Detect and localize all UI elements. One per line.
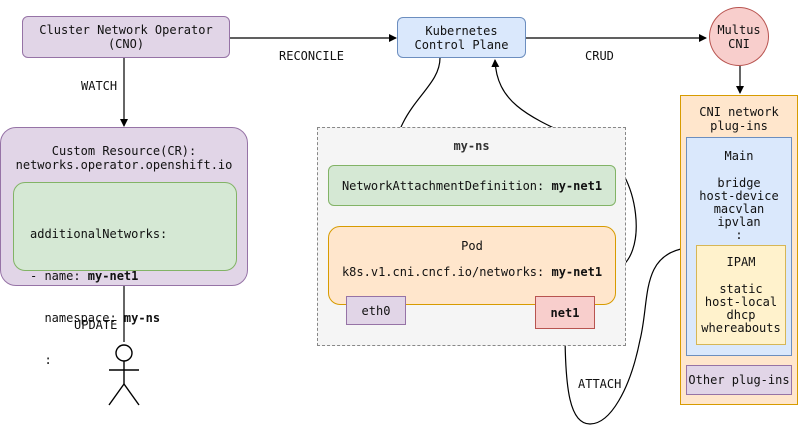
main-plugin-item: macvlan xyxy=(713,202,765,216)
network-attachment-definition-node: NetworkAttachmentDefinition: my-net1 xyxy=(328,165,616,206)
multus-cni-node: Multus CNI xyxy=(709,7,769,66)
ipam-item: host-local xyxy=(704,295,778,309)
main-plugin-item: host-device xyxy=(699,189,779,203)
cno-subtitle: (CNO) xyxy=(107,37,145,51)
cr-network-name: my-net1 xyxy=(87,269,139,283)
other-plugins-box: Other plug-ins xyxy=(686,365,792,395)
main-plugin-item: : xyxy=(735,228,743,242)
cno-title: Cluster Network Operator xyxy=(39,23,213,37)
reconcile-label: RECONCILE xyxy=(279,49,345,63)
multus-subtitle: CNI xyxy=(728,36,750,51)
cr-spec-line-2: - name: my-net1 xyxy=(30,269,139,283)
ipam-title: IPAM xyxy=(726,255,756,269)
pod-node: Pod k8s.v1.cni.cncf.io/networks: my-net1 xyxy=(328,226,616,305)
custom-resource-node: Custom Resource(CR): networks.operator.o… xyxy=(0,127,248,367)
plugins-title: CNI network xyxy=(699,105,779,119)
ipam-list: static host-local dhcp whereabouts xyxy=(697,283,785,335)
cr-api-group: networks.operator.openshift.io xyxy=(15,158,233,172)
main-plugins-title: Main xyxy=(724,149,754,163)
k8s-subtitle: Control Plane xyxy=(414,37,509,52)
nad-name: my-net1 xyxy=(551,178,603,193)
crud-label: CRUD xyxy=(585,49,614,63)
cno-node: Cluster Network Operator (CNO) xyxy=(22,16,230,58)
pod-title: Pod xyxy=(461,239,483,253)
main-plugin-item: ipvlan xyxy=(717,215,761,229)
user-actor-icon xyxy=(108,344,140,406)
cr-namespace-name: my-ns xyxy=(123,311,161,325)
cr-spec-line-1: additionalNetworks: xyxy=(30,227,168,241)
namespace-label: my-ns xyxy=(453,139,490,153)
plugins-subtitle: plug-ins xyxy=(710,119,768,133)
cr-spec-line-4: : xyxy=(30,353,52,367)
main-plugin-item: bridge xyxy=(717,176,761,190)
update-label: UPDATE xyxy=(74,318,118,332)
cr-spec-box: additionalNetworks: - name: my-net1 name… xyxy=(13,182,237,367)
cr-spec-line-3: namespace: my-ns xyxy=(30,311,161,325)
attach-arrow xyxy=(561,247,687,425)
attach-label: ATTACH xyxy=(578,377,622,391)
main-plugins-list: bridge host-device macvlan ipvlan : xyxy=(687,177,791,242)
multus-title: Multus xyxy=(717,22,761,37)
net1-interface: net1 xyxy=(535,296,595,329)
ipam-plugins-box: IPAM static host-local dhcp whereabouts xyxy=(696,245,786,345)
cr-title: Custom Resource(CR): xyxy=(51,144,197,158)
pod-annotation: k8s.v1.cni.cncf.io/networks: my-net1 xyxy=(341,265,603,279)
ipam-item: dhcp xyxy=(726,308,756,322)
eth0-interface: eth0 xyxy=(346,296,406,325)
watch-label: WATCH xyxy=(81,79,118,93)
pod-annotation-value: my-net1 xyxy=(551,265,603,279)
k8s-title: Kubernetes xyxy=(425,23,498,38)
ipam-item: static xyxy=(719,282,763,296)
ipam-item: whereabouts xyxy=(701,321,781,335)
k8s-control-plane-node: Kubernetes Control Plane xyxy=(397,17,526,58)
